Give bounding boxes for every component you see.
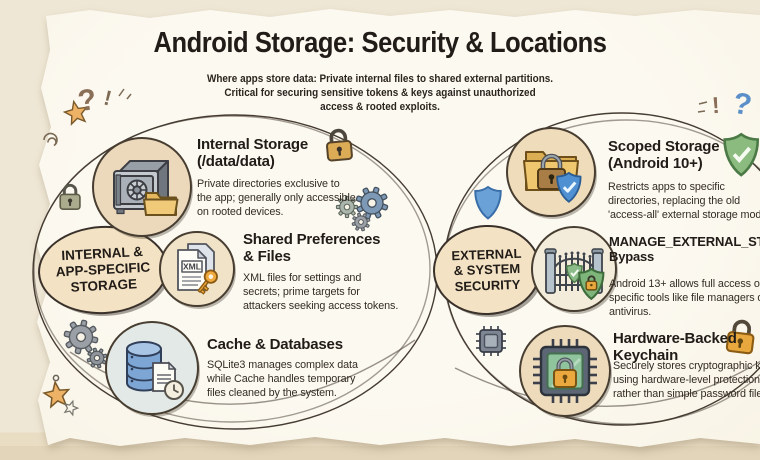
gears-decoration-bottom-left xyxy=(60,316,112,373)
item-title: Cache & Databases xyxy=(207,336,343,353)
item-title: Scoped Storage (Android 10+) xyxy=(608,138,720,173)
security-gate-icon xyxy=(531,226,617,312)
dot-doodle xyxy=(52,374,60,382)
item-body: SQLite3 manages complex data while Cache… xyxy=(207,359,358,400)
page-subtitle: Where apps store data: Private internal … xyxy=(206,73,554,114)
locked-folder-with-shield-icon xyxy=(506,127,596,217)
xml-document-with-key-icon: XML xyxy=(159,231,235,307)
spiral-doodle xyxy=(43,132,58,147)
shield-check-icon xyxy=(723,133,760,177)
item-body: Restricts apps to specific directories, … xyxy=(608,181,760,222)
item-title: Internal Storage (/data/data) xyxy=(197,136,308,171)
padlock-icon xyxy=(326,128,353,162)
item-title: Shared Preferences & Files xyxy=(243,231,381,266)
xml-label: XML xyxy=(183,262,201,272)
star-icon xyxy=(42,379,72,409)
padlock-icon xyxy=(59,183,81,211)
item-body: Android 13+ allows full access only for … xyxy=(609,278,760,319)
dash-doodle xyxy=(118,88,132,100)
database-with-clock-icon xyxy=(105,321,199,415)
dash-doodle xyxy=(697,101,708,113)
shield-icon xyxy=(474,186,502,220)
padlock-icon xyxy=(725,319,755,355)
item-body: XML files for settings and secrets; prim… xyxy=(243,272,399,313)
item-body: Securely stores cryptographic keys using… xyxy=(613,360,760,401)
item-title: MANAGE_EXTERNAL_STORAGE Bypass xyxy=(609,234,760,264)
safe-with-folder-icon xyxy=(92,137,192,237)
chip-icon xyxy=(476,326,506,356)
chip-with-lock-icon xyxy=(519,325,611,417)
item-body: Private directories exclusive to the app… xyxy=(197,178,356,219)
page-title: Android Storage: Security & Locations xyxy=(153,27,607,59)
item-title: Hardware-Backed Keychain xyxy=(613,330,737,365)
